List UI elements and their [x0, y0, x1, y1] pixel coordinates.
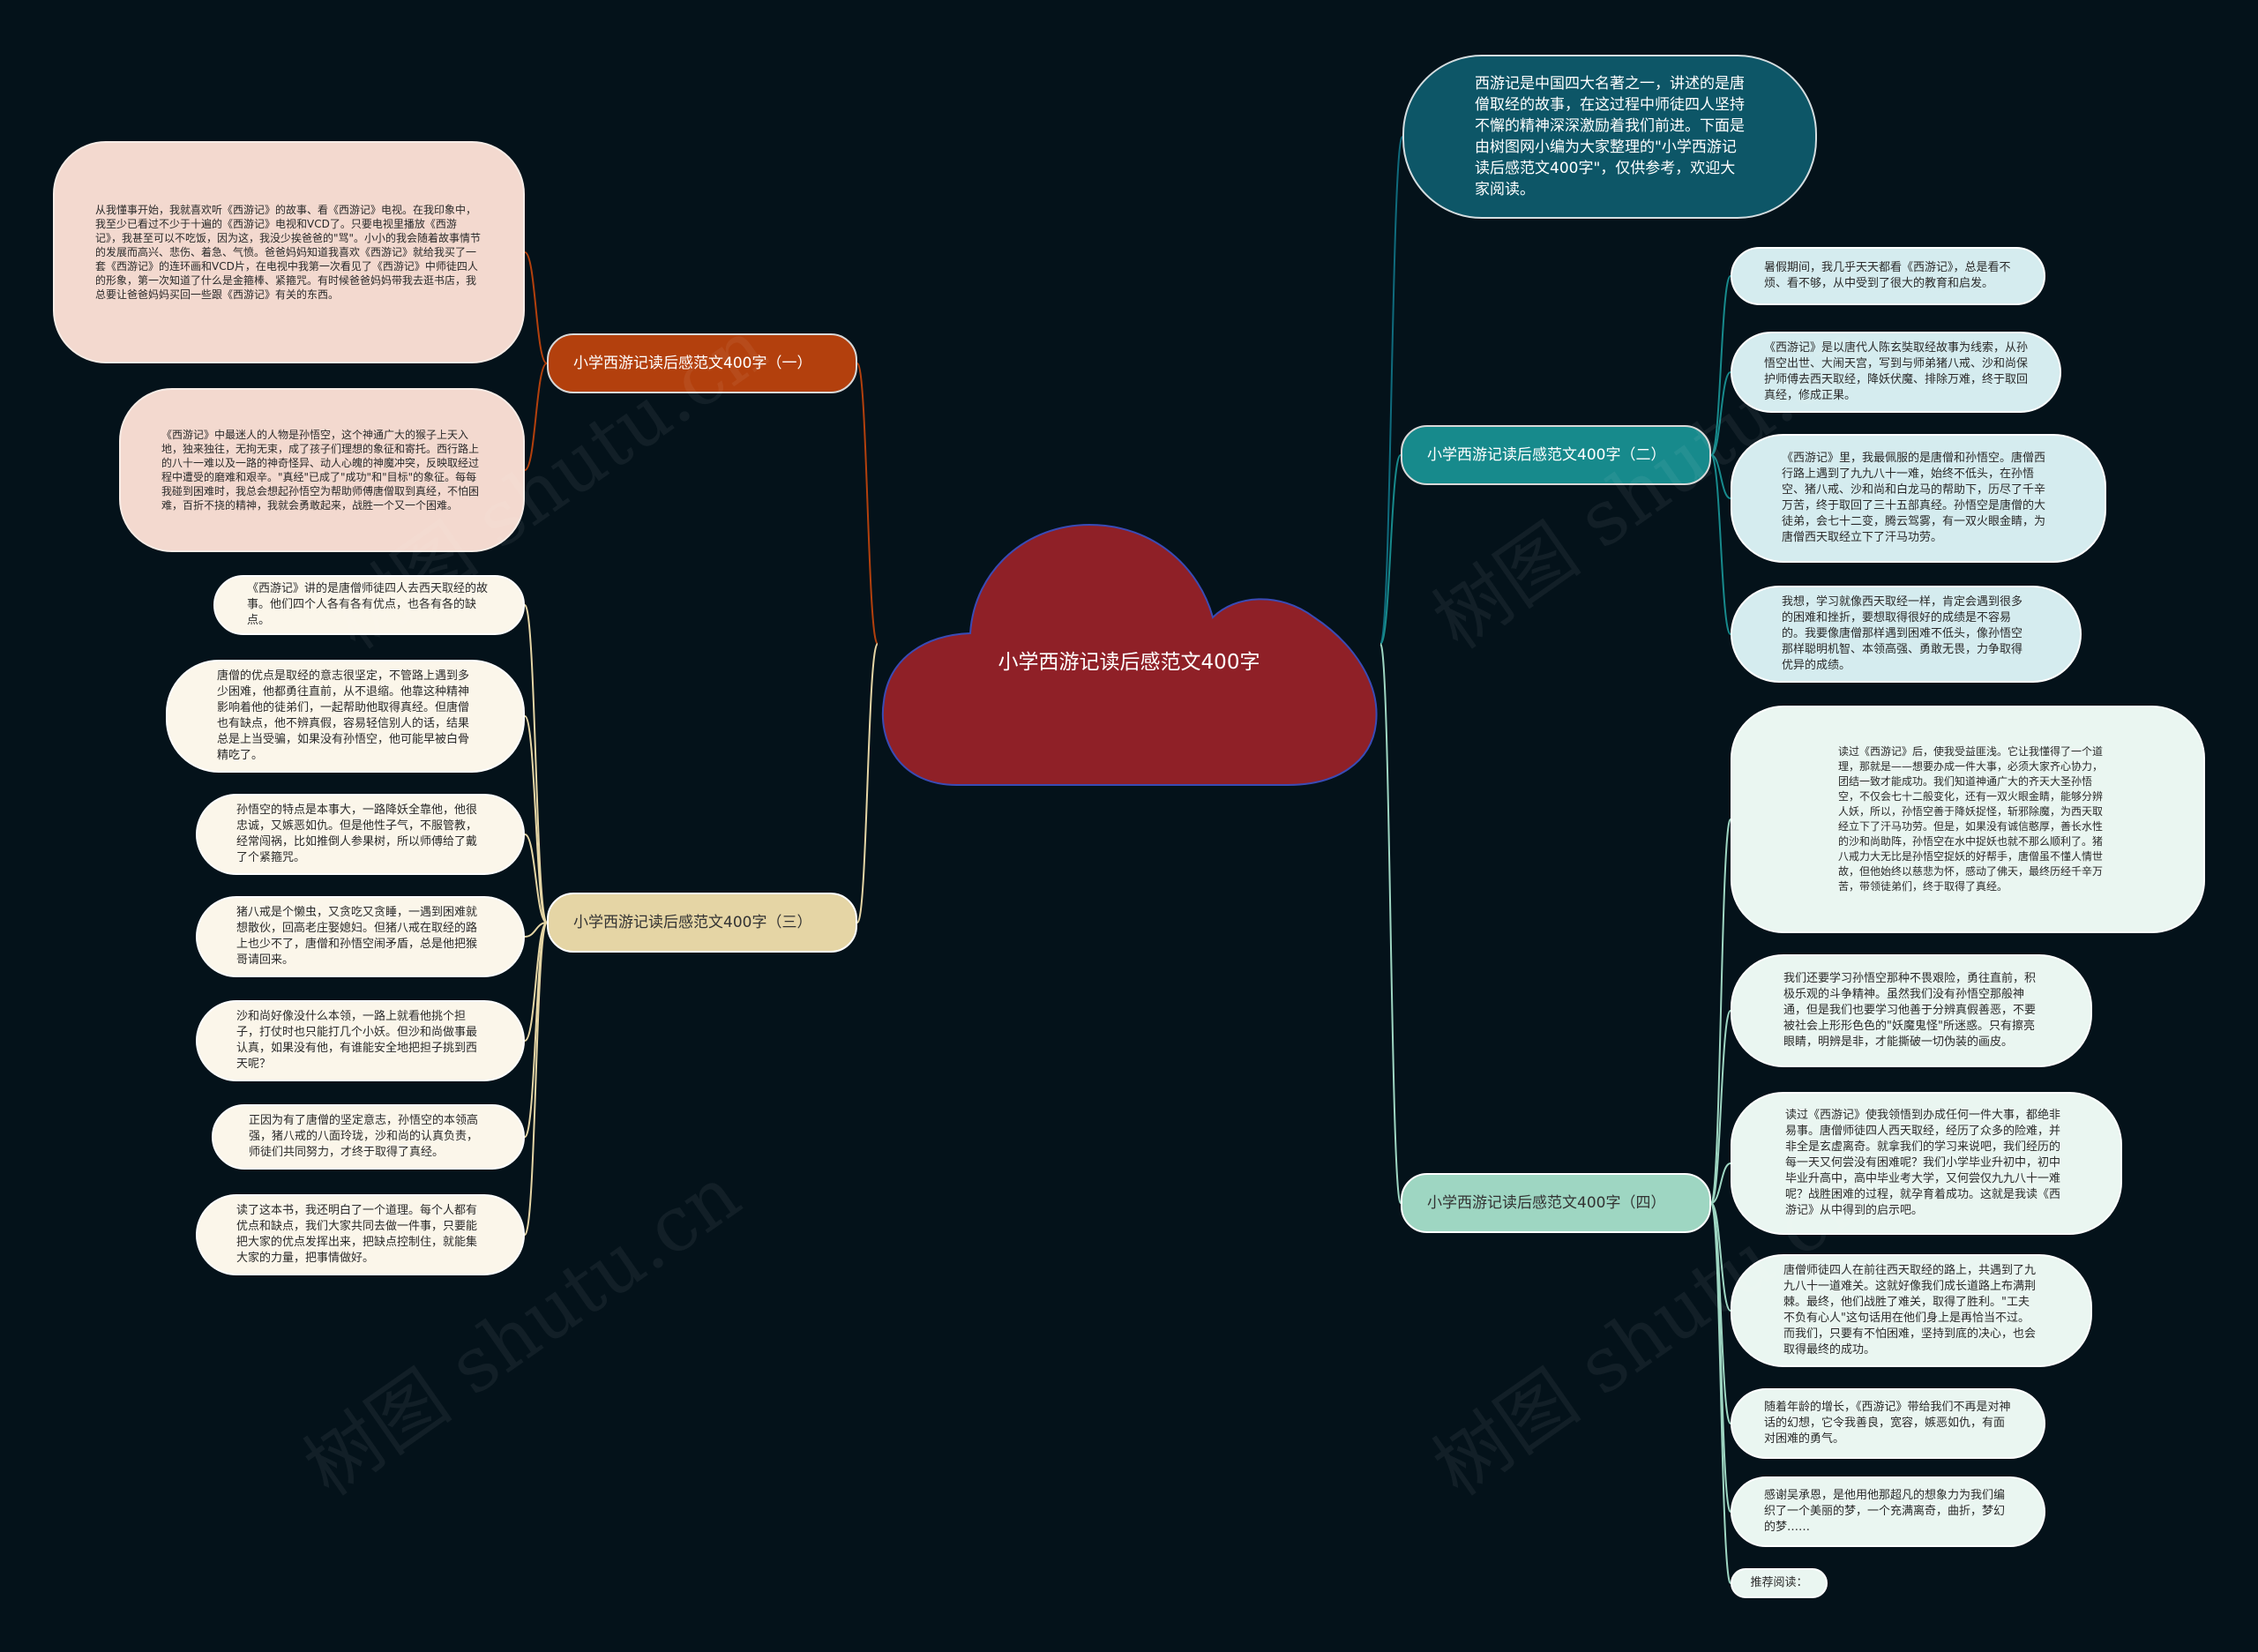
leaf-node[interactable]: 感谢吴承恩，是他用他那超凡的想象力为我们编织了一个美丽的梦，一个充满离奇，曲折，…	[1731, 1476, 2045, 1547]
connector-line	[524, 922, 548, 938]
center-topic[interactable]: 小学西游记读后感范文400字	[998, 651, 1260, 674]
connector-line	[524, 833, 548, 923]
connector-line	[524, 604, 548, 923]
connector-line	[1710, 1202, 1731, 1584]
leaf-node[interactable]: 《西游记》讲的是唐僧师徒四人去西天取经的故事。他们四个人各有各有优点，也各有各的…	[213, 575, 525, 635]
leaf-node[interactable]: 读过《西游记》使我领悟到办成任何一件大事，都绝非易事。唐僧师徒四人西天取经，经历…	[1731, 1092, 2122, 1235]
leaf-node[interactable]: 唐僧师徒四人在前往西天取经的路上，共遇到了九九八十一道难关。这就好像我们成长道路…	[1731, 1254, 2092, 1367]
connector-line	[1710, 275, 1731, 456]
connector-line	[1710, 1202, 1731, 1312]
connector-line	[1710, 454, 1731, 635]
connector-line	[856, 363, 879, 645]
center-cloud	[881, 523, 1378, 786]
leaf-node[interactable]: 孙悟空的特点是本事大，一路降妖全靠他，他很忠诚，又嫉恶如仇。但是他性子气，不服管…	[196, 794, 525, 875]
connector-line	[524, 922, 548, 1138]
connector-line	[524, 363, 548, 471]
leaf-node[interactable]: 暑假期间，我几乎天天都看《西游记》，总是看不烦、看不够，从中受到了很大的教育和启…	[1731, 247, 2045, 305]
connector-line	[856, 643, 879, 923]
leaf-node[interactable]: 《西游记》是以唐代人陈玄奘取经故事为线索，从孙悟空出世、大闹天宫，写到与师弟猪八…	[1731, 332, 2061, 413]
branch-node-4[interactable]: 小学西游记读后感范文400字（四）	[1401, 1173, 1711, 1233]
connector-line	[524, 715, 548, 923]
leaf-node[interactable]: 沙和尚好像没什么本领，一路上就看他挑个担子，打仗时也只能打几个小妖。但沙和尚做事…	[196, 1000, 525, 1081]
leaf-node[interactable]: 《西游记》里，我最佩服的是唐僧和孙悟空。唐僧西行路上遇到了九九八十一难，始终不低…	[1731, 434, 2106, 563]
leaf-node[interactable]: 读过《西游记》后，使我受益匪浅。它让我懂得了一个道理，那就是——想要办成一件大事…	[1731, 706, 2205, 933]
leaf-node[interactable]: 我们还要学习孙悟空那种不畏艰险，勇往直前，积极乐观的斗争精神。虽然我们没有孙悟空…	[1731, 954, 2092, 1067]
connector-line	[524, 922, 548, 1236]
leaf-node[interactable]: 我想，学习就像西天取经一样，肯定会遇到很多的困难和挫折，要想取得很好的成绩是不容…	[1731, 586, 2082, 683]
branch-node-1[interactable]: 小学西游记读后感范文400字（一）	[547, 333, 857, 393]
connector-line	[1710, 1010, 1731, 1204]
leaf-node[interactable]: 随着年龄的增长，《西游记》带给我们不再是对神话的幻想，它令我善良，宽容，嫉恶如仇…	[1731, 1388, 2045, 1459]
connector-line	[1710, 454, 1731, 499]
connector-line	[1710, 819, 1731, 1204]
connector-line	[1710, 371, 1731, 456]
connector-line	[1710, 1162, 1731, 1204]
connector-line	[1379, 454, 1402, 645]
leaf-node[interactable]: 唐僧的优点是取经的意志很坚定，不管路上遇到多少困难，他都勇往直前，从不退缩。他靠…	[166, 660, 525, 773]
leaf-node[interactable]: 《西游记》中最迷人的人物是孙悟空，这个神通广大的猴子上天入地，独来独往，无拘无束…	[119, 388, 525, 552]
branch-node-3[interactable]: 小学西游记读后感范文400字（三）	[547, 893, 857, 953]
leaf-node[interactable]: 推荐阅读：	[1731, 1568, 1828, 1598]
intro-node[interactable]: 西游记是中国四大名著之一，讲述的是唐僧取经的故事，在这过程中师徒四人坚持不懈的精…	[1402, 55, 1817, 219]
connector-line	[524, 251, 548, 364]
connector-line	[1379, 643, 1402, 1204]
leaf-node[interactable]: 从我懂事开始，我就喜欢听《西游记》的故事、看《西游记》电视。在我印象中，我至少已…	[53, 141, 525, 363]
leaf-node[interactable]: 猪八戒是个懒虫，又贪吃又贪睡，一遇到困难就想散伙，回高老庄娶媳妇。但猪八戒在取经…	[196, 896, 525, 977]
connector-line	[1379, 136, 1403, 645]
branch-node-2[interactable]: 小学西游记读后感范文400字（二）	[1401, 425, 1711, 485]
leaf-node[interactable]: 正因为有了唐僧的坚定意志，孙悟空的本领高强，猪八戒的八面玲珑，沙和尚的认真负责，…	[212, 1104, 525, 1170]
leaf-node[interactable]: 读了这本书，我还明白了一个道理。每个人都有优点和缺点，我们大家共同去做一件事，只…	[196, 1194, 525, 1275]
